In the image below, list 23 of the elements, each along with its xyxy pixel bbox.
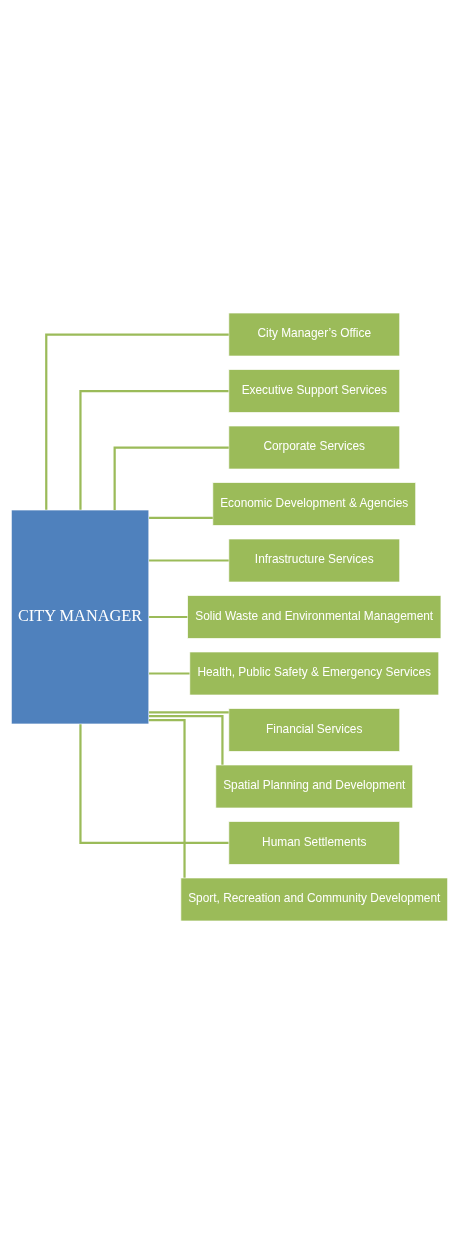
connector [113,446,229,510]
connector [79,724,229,845]
connector [148,715,224,765]
connector [149,672,190,675]
connector [79,389,229,510]
node-box: Health, Public Safety & Emergency Services [189,651,440,696]
node-box: Infrastructure Services [228,538,401,583]
connector [149,711,229,714]
node-box: Executive Support Services [228,369,401,413]
node-box: Solid Waste and Environmental Management [187,595,442,639]
connector [149,615,188,619]
node-box: Human Settlements [228,821,401,865]
connector [148,719,186,878]
node-box: Financial Services [228,708,401,752]
node-box: CITY MANAGER [10,509,150,725]
node-box: City Manager’s Office [228,312,401,357]
connector [45,333,229,510]
connector [149,516,213,519]
node-box: Sport, Recreation and Community Development [180,877,449,922]
node-box: Spatial Planning and Development [215,764,414,809]
node-box: Economic Development & Agencies [212,482,417,526]
node-box: Corporate Services [228,425,401,470]
connector [149,559,229,562]
